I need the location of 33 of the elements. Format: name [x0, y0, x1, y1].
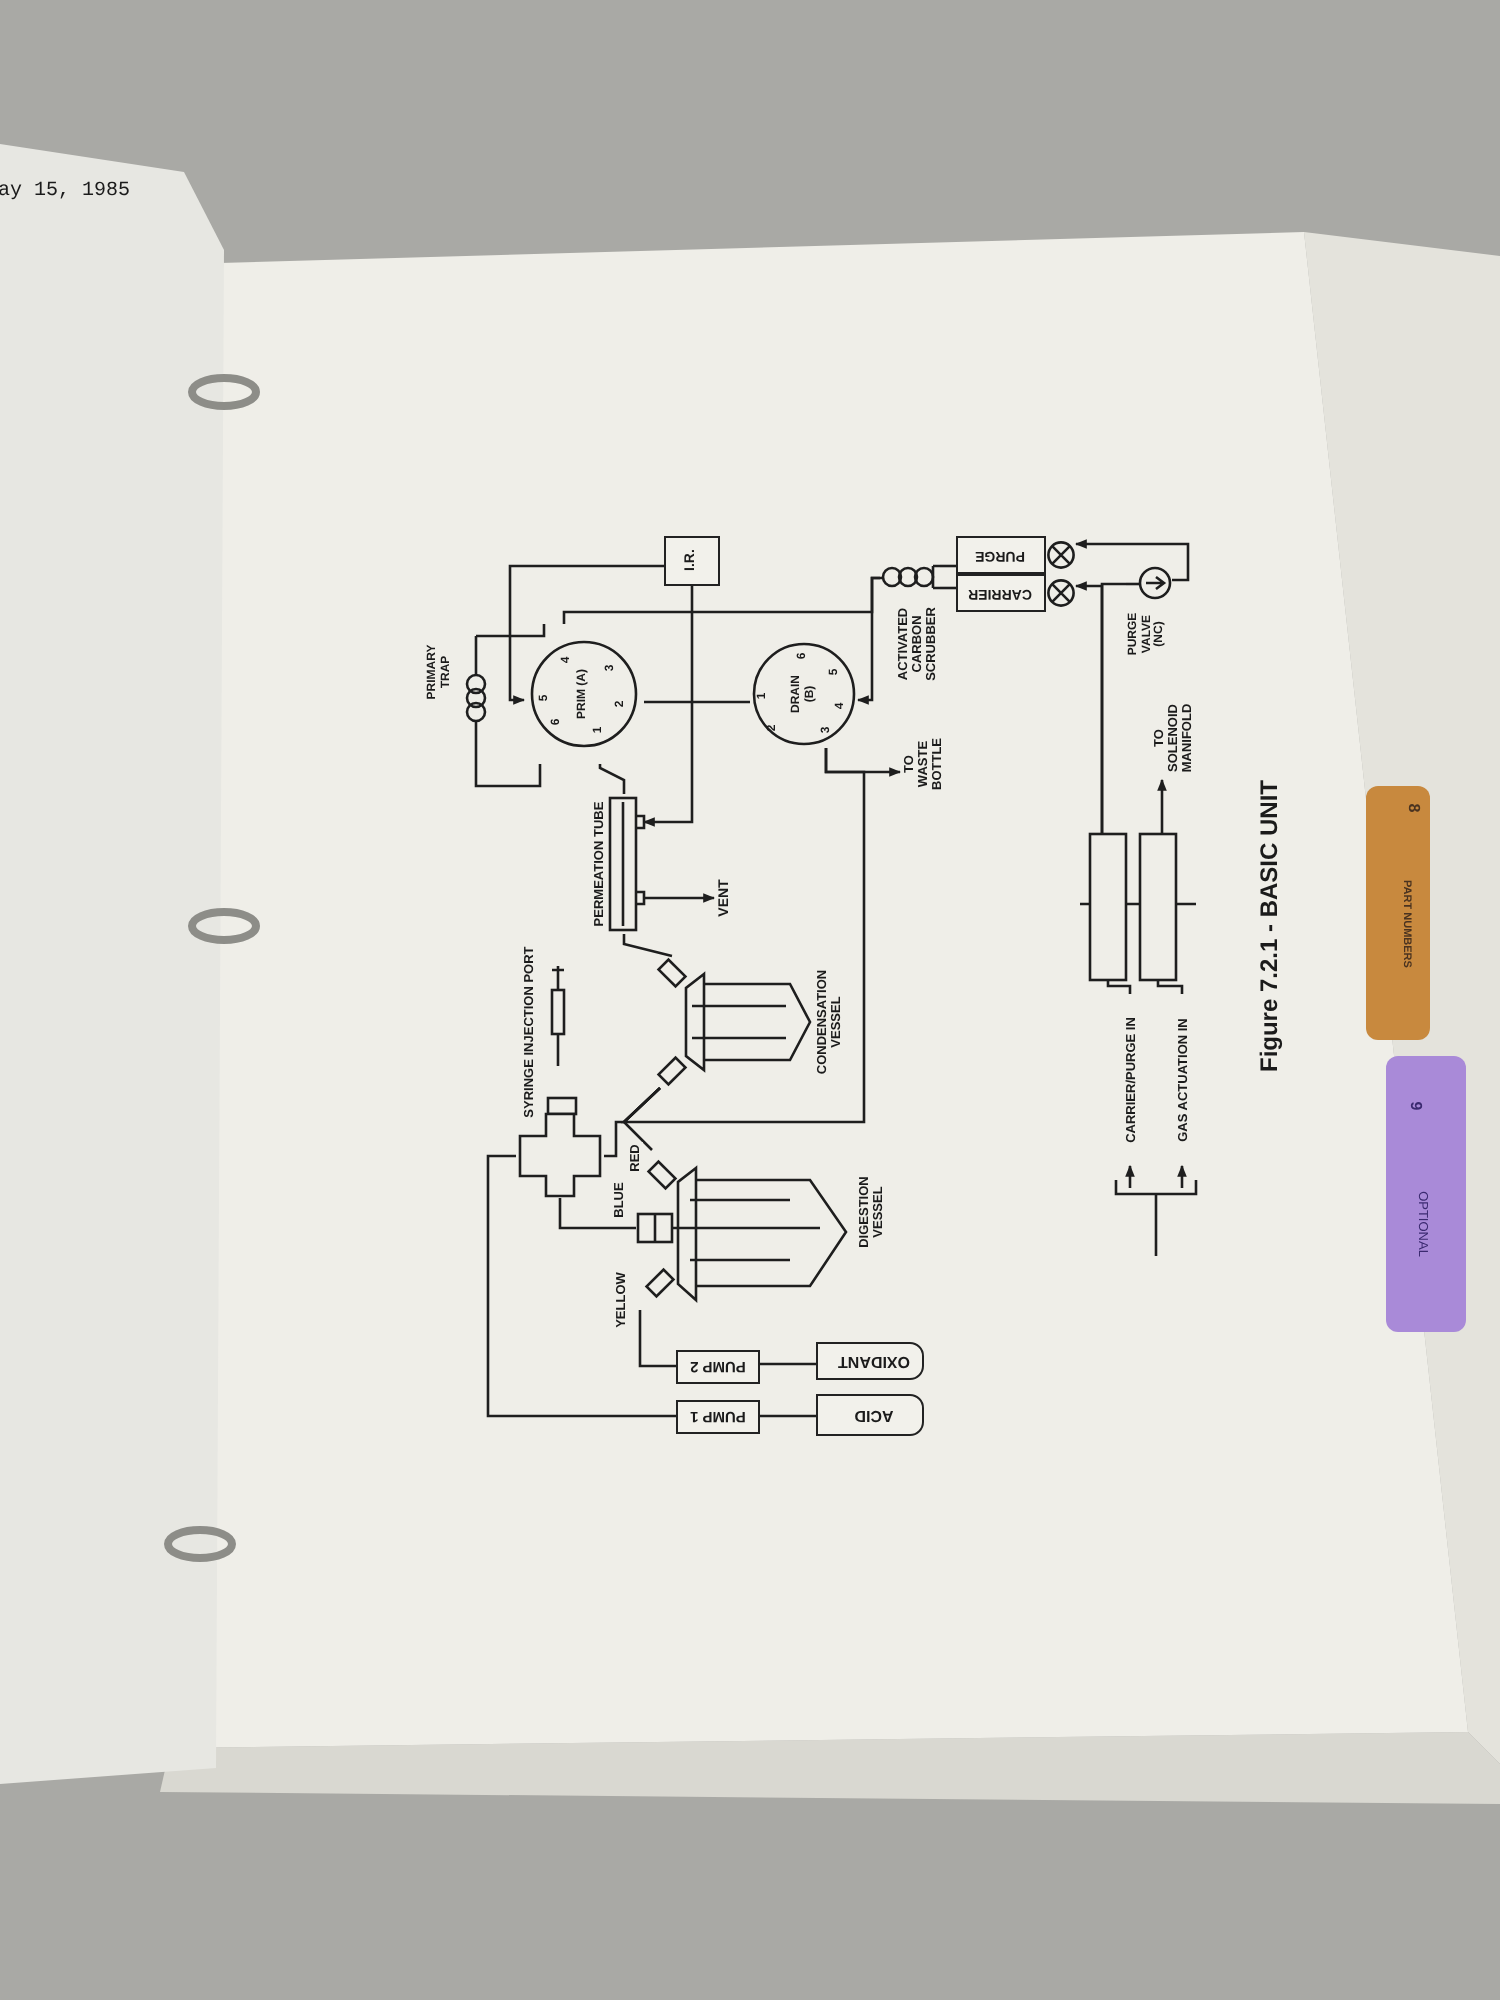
analyzer-box	[664, 536, 720, 586]
connector	[558, 1198, 636, 1230]
connector	[1156, 980, 1184, 994]
connector	[638, 1310, 676, 1368]
connector	[856, 576, 880, 705]
connector	[644, 893, 716, 903]
connector	[642, 586, 694, 827]
pump-box	[676, 1400, 760, 1434]
connector	[824, 748, 902, 777]
pump-box	[676, 1350, 760, 1384]
connector	[474, 724, 542, 788]
connector	[508, 564, 664, 705]
connector	[474, 624, 546, 638]
connector	[1074, 539, 1190, 582]
bottle-label: OXIDANT	[835, 1351, 912, 1370]
connector	[1177, 1164, 1187, 1188]
connector	[1100, 582, 1126, 834]
connector	[644, 700, 750, 704]
tab-number: 9	[1405, 1099, 1423, 1114]
connector	[486, 1154, 676, 1418]
connector	[622, 934, 673, 958]
header-text: ay 15, 1985	[0, 181, 133, 203]
connector	[1106, 980, 1132, 994]
connector	[598, 764, 626, 794]
figure-caption: Figure 7.2.1 - BASIC UNIT	[1256, 777, 1284, 1077]
connector	[760, 1362, 816, 1366]
tab-number: 8	[1403, 801, 1421, 816]
connector	[760, 1414, 816, 1418]
reagent-bottle	[816, 1342, 924, 1380]
reagent-bottle	[816, 1394, 924, 1436]
connector	[1125, 1164, 1135, 1188]
bottle-label: ACID	[851, 1405, 895, 1424]
connector	[1157, 778, 1167, 834]
